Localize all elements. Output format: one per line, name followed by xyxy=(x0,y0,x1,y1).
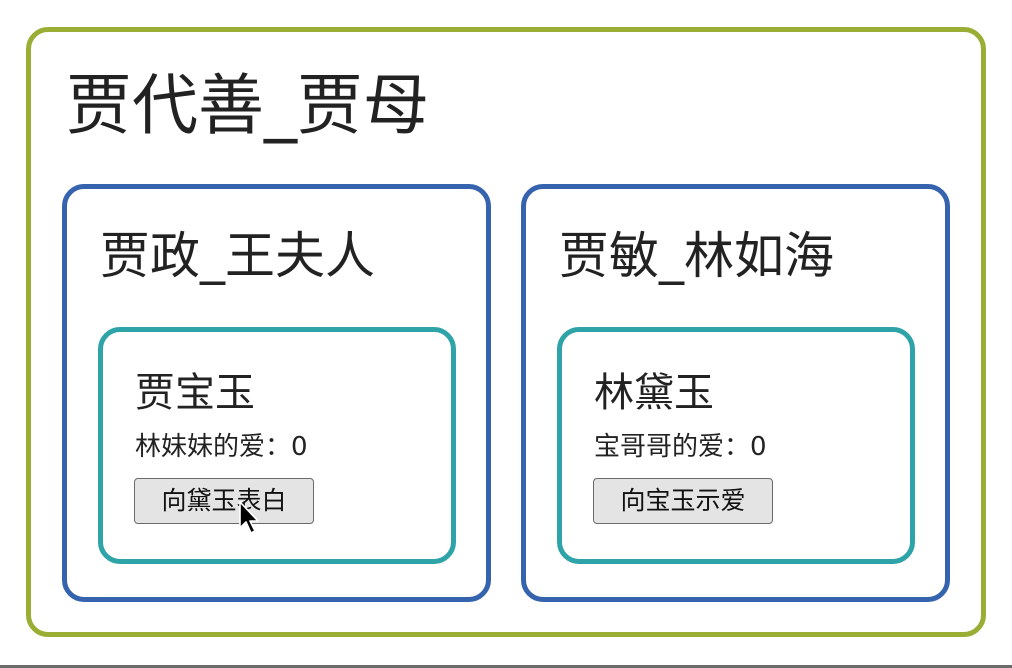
confess-to-daiyu-button[interactable]: 向黛玉表白 xyxy=(134,478,314,524)
parent-title: 贾政_王夫人 xyxy=(100,227,375,285)
love-value: 0 xyxy=(291,432,308,462)
love-label: 宝哥哥的爱： xyxy=(594,432,751,462)
parent-title: 贾敏_林如海 xyxy=(559,227,834,285)
show-love-to-baoyu-button[interactable]: 向宝玉示爱 xyxy=(593,478,773,524)
child-name: 林黛玉 xyxy=(594,370,714,416)
love-label: 林妹妹的爱： xyxy=(135,432,292,462)
grandparent-title: 贾代善_贾母 xyxy=(66,67,429,144)
love-status: 宝哥哥的爱：0 xyxy=(594,434,767,460)
love-status: 林妹妹的爱：0 xyxy=(135,434,308,460)
child-name: 贾宝玉 xyxy=(135,370,255,416)
child-component-daiyu xyxy=(557,327,915,564)
bottom-divider xyxy=(0,665,1012,668)
love-value: 0 xyxy=(750,432,767,462)
child-component-baoyu xyxy=(98,327,456,564)
